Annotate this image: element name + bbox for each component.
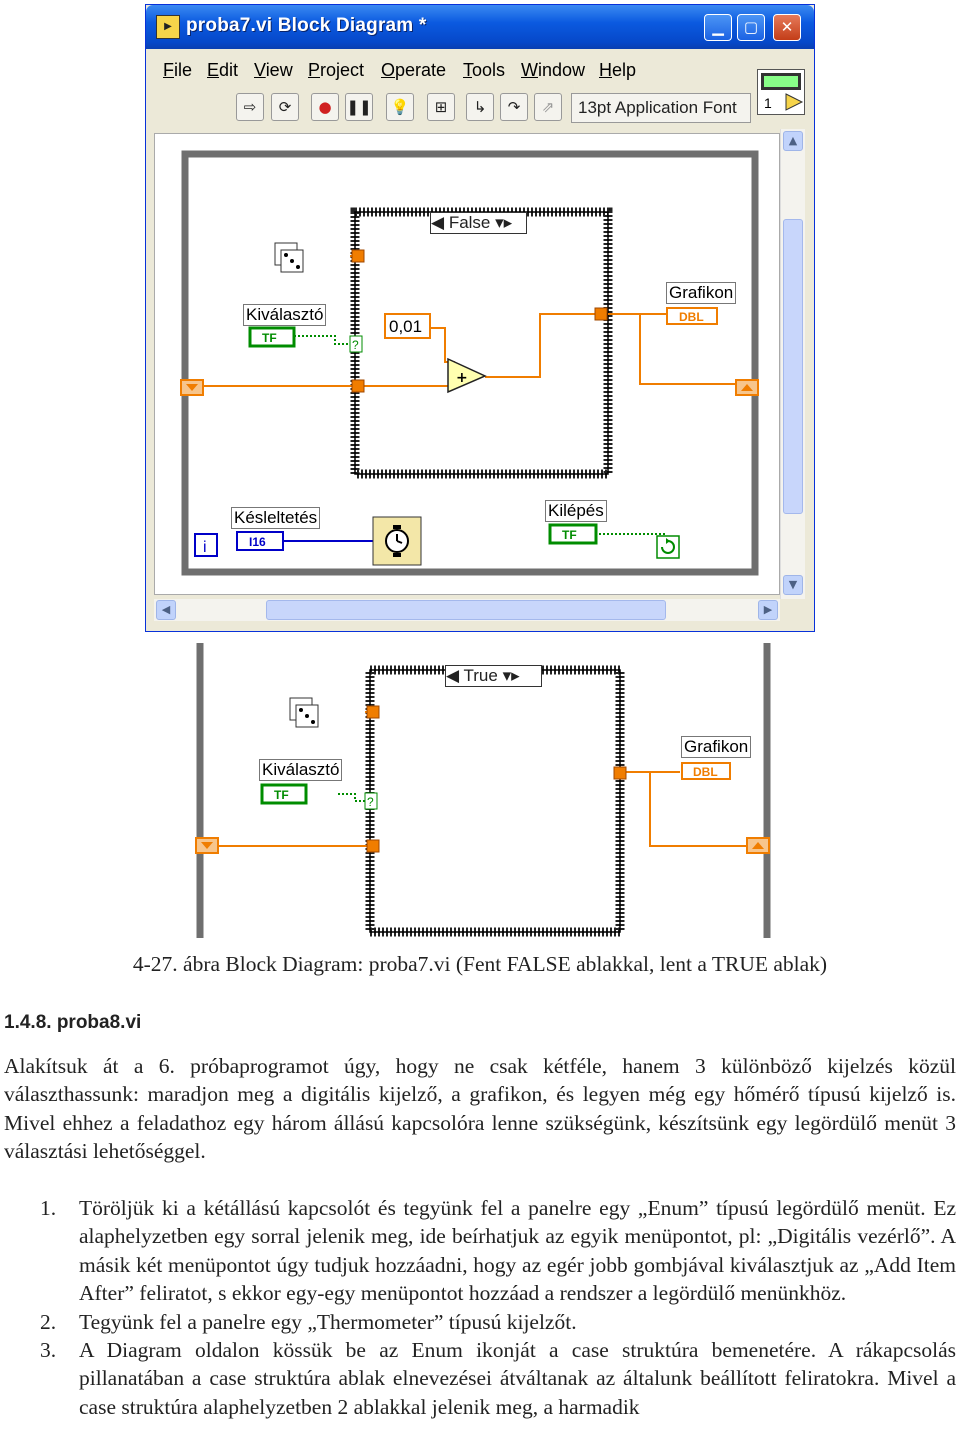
graph-label: Grafikon — [666, 282, 737, 304]
stop-terminal — [548, 523, 598, 545]
horizontal-scroll-thumb[interactable] — [266, 600, 666, 620]
svg-text:?: ? — [352, 338, 359, 352]
random-number-dice-icon — [274, 242, 304, 273]
highlight-execution-icon[interactable]: 💡 — [386, 93, 414, 121]
menu-project[interactable]: Project — [308, 60, 365, 80]
scroll-up-icon[interactable]: ▲ — [783, 131, 803, 151]
svg-text:?: ? — [367, 795, 374, 809]
while-loop-border — [181, 150, 759, 576]
scroll-right-icon[interactable]: ▶ — [758, 600, 778, 620]
title-bar[interactable]: ▶ proba7.vi Block Diagram * ▁ ▢ ✕ — [146, 5, 814, 49]
menu-view[interactable]: View — [254, 60, 293, 80]
true-decrement-arrow-icon[interactable]: ◀ — [446, 666, 460, 685]
list-number: 3. — [40, 1338, 57, 1363]
labview-window: ▶ proba7.vi Block Diagram * ▁ ▢ ✕ File E… — [145, 4, 815, 632]
vi-icon[interactable]: 1 — [757, 69, 805, 115]
retain-wire-values-icon[interactable]: ⊞ — [427, 93, 455, 121]
maximize-button[interactable]: ▢ — [737, 14, 765, 41]
case-structure-border — [350, 207, 613, 479]
list-text: A Diagram oldalon kössük be az Enum ikon… — [79, 1338, 956, 1419]
minimize-button[interactable]: ▁ — [704, 14, 732, 41]
svg-text:TF: TF — [262, 331, 277, 345]
svg-text:DBL: DBL — [679, 310, 704, 324]
list-number: 1. — [40, 1196, 57, 1220]
svg-text:I16: I16 — [249, 535, 266, 549]
graph-terminal — [666, 307, 718, 325]
close-button[interactable]: ✕ — [773, 14, 801, 41]
pause-icon[interactable]: ❚❚ — [345, 93, 373, 121]
list-item: 1. Töröljük ki a kétállású kapcsolót és … — [40, 1194, 956, 1308]
intro-paragraph: Alakítsuk át a 6. próbaprogramot úgy, ho… — [4, 1054, 956, 1164]
true-graph-terminal — [681, 762, 731, 780]
menu-bar: File Edit View Project Operate Tools Win… — [146, 49, 814, 89]
select-terminal — [248, 326, 296, 348]
true-graph-label: Grafikon — [681, 736, 752, 758]
window-title: proba7.vi Block Diagram * — [186, 15, 427, 36]
scroll-left-icon[interactable]: ◀ — [156, 600, 176, 620]
svg-text:TF: TF — [274, 788, 289, 802]
menu-file[interactable]: File — [163, 60, 193, 80]
step-into-icon[interactable]: ↳ — [466, 93, 494, 121]
run-arrow-icon[interactable]: ⇨ — [236, 93, 264, 121]
abort-icon[interactable]: ● — [311, 93, 339, 121]
decrement-arrow-icon[interactable]: ◀ — [431, 213, 445, 232]
true-case-structure-border — [365, 665, 625, 937]
step-out-icon[interactable]: ⇗ — [534, 93, 562, 121]
select-label: Kiválasztó — [243, 304, 327, 326]
toolbar: ⇨ ⟳ ● ❚❚ 💡 ⊞ ↳ ↷ ⇗ 13pt Application Font — [146, 89, 814, 129]
horizontal-scrollbar[interactable]: ◀ ▶ — [154, 599, 780, 621]
svg-text:i: i — [203, 539, 207, 556]
svg-text:TF: TF — [562, 528, 577, 542]
dropdown-arrow-icon[interactable]: ▾▸ — [495, 213, 513, 232]
menu-edit[interactable]: Edit — [207, 60, 239, 80]
figure-caption: 4-27. ábra Block Diagram: proba7.vi (Fen… — [132, 952, 828, 976]
wait-timer-icon — [372, 516, 422, 566]
true-select-terminal — [260, 783, 308, 805]
add-node — [447, 357, 487, 394]
labview-app-icon: ▶ — [156, 15, 180, 39]
vertical-scroll-thumb[interactable] — [783, 219, 803, 514]
vertical-scrollbar[interactable]: ▲ ▼ — [780, 129, 805, 599]
vi-icon-number: 1 — [764, 95, 772, 111]
menu-help[interactable]: Help — [599, 60, 637, 80]
loop-condition-icon — [656, 535, 680, 559]
delay-terminal — [236, 531, 284, 551]
list-item: 2. Tegyünk fel a panelre egy „Thermomete… — [40, 1308, 956, 1336]
true-random-number-dice-icon — [289, 697, 319, 728]
run-continuous-icon[interactable]: ⟳ — [271, 93, 299, 121]
steps-list: 1. Töröljük ki a kétállású kapcsolót és … — [40, 1194, 956, 1421]
case-selector-true[interactable]: ◀ True ▾▸ — [445, 665, 542, 687]
stop-label: Kilépés — [545, 500, 607, 522]
numeric-constant — [384, 313, 431, 339]
menu-window[interactable]: Window — [521, 60, 586, 80]
svg-text:0,01: 0,01 — [389, 317, 422, 336]
block-diagram-canvas[interactable]: + i ? — [154, 133, 780, 595]
case-selector-false[interactable]: ◀ False ▾▸ — [430, 212, 527, 234]
svg-text:DBL: DBL — [693, 765, 718, 779]
menu-operate[interactable]: Operate — [381, 60, 447, 80]
list-text: Töröljük ki a kétállású kapcsolót és teg… — [79, 1196, 956, 1306]
scroll-down-icon[interactable]: ▼ — [783, 575, 803, 595]
true-case-diagram: ? TF DBL ◀ True ▾▸ Kiválasztó Grafikon — [190, 643, 780, 938]
list-number: 2. — [40, 1309, 57, 1334]
svg-text:+: + — [456, 370, 468, 386]
section-heading: 1.4.8. proba8.vi — [4, 1012, 142, 1033]
iteration-terminal — [194, 533, 218, 557]
menu-tools[interactable]: Tools — [463, 60, 506, 80]
font-selector[interactable]: 13pt Application Font — [571, 93, 751, 123]
list-text: Tegyünk fel a panelre egy „Thermometer” … — [79, 1309, 577, 1334]
step-over-icon[interactable]: ↷ — [500, 93, 528, 121]
true-dropdown-arrow-icon[interactable]: ▾▸ — [502, 666, 520, 685]
delay-label: Késleltetés — [231, 507, 321, 529]
list-item: 3. A Diagram oldalon kössük be az Enum i… — [40, 1336, 956, 1421]
true-select-label: Kiválasztó — [259, 759, 343, 781]
